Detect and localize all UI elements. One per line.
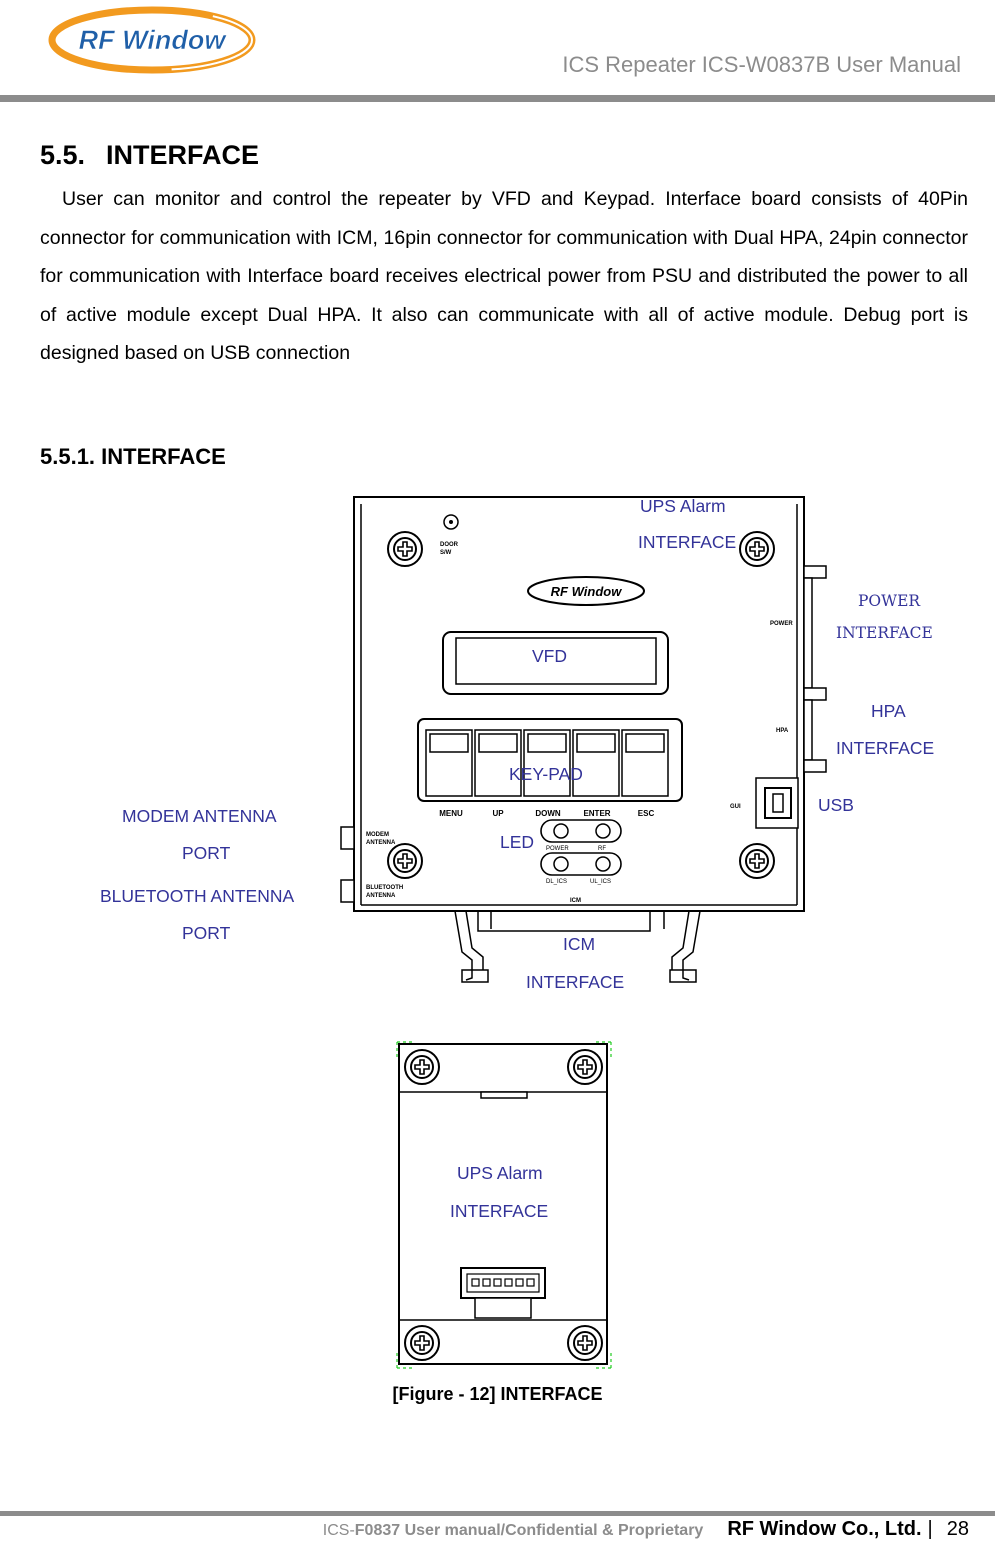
footer-doc-prefix: ICS-	[322, 1522, 355, 1539]
footer-company: RF Window Co., Ltd.	[727, 1518, 922, 1540]
ups-alarm-label-top: UPS Alarm	[640, 496, 726, 516]
led-dl-text: DL_ICS	[546, 879, 567, 885]
interface-board-diagram: DOOR S/W RF Window MENU UP DOWN ENTER ES…	[340, 496, 827, 983]
power-connector	[803, 577, 813, 689]
hpa-label: HPA	[871, 701, 906, 721]
led-rf-text: RF	[598, 846, 606, 852]
board-logo-text: RF Window	[551, 584, 623, 599]
footer-rule	[0, 1511, 995, 1516]
door-text: DOOR	[440, 542, 459, 548]
key-enter-text: ENTER	[583, 809, 610, 818]
keypad-label: KEY-PAD	[509, 764, 583, 784]
icm-board-text: ICM	[570, 898, 581, 904]
screw-icon	[567, 1049, 603, 1085]
power-board-text: POWER	[770, 621, 793, 627]
vfd-label: VFD	[532, 646, 567, 666]
screw-icon	[387, 531, 423, 567]
power-label: POWER	[858, 592, 921, 610]
header-rule	[0, 95, 995, 102]
screw-icon	[739, 843, 775, 879]
board-logo	[527, 576, 645, 606]
screw-icon	[567, 1325, 603, 1361]
screw-icon	[404, 1325, 440, 1361]
modem-antenna-label: MODEM ANTENNA	[122, 806, 277, 826]
page-number: 28	[946, 1518, 969, 1540]
bluetooth-port-label: PORT	[182, 923, 231, 943]
led-power-text: POWER	[546, 846, 569, 852]
document-title: ICS Repeater ICS-W0837B User Manual	[562, 52, 961, 77]
ups-alarm-label-bottom: UPS Alarm	[457, 1163, 543, 1183]
bluetooth-antenna-port	[340, 879, 355, 903]
board-outline	[353, 496, 805, 912]
led-ul-text: UL_ICS	[590, 879, 611, 885]
key-menu-text: MENU	[439, 809, 463, 818]
footer: ICS-F0837 User manual/Confidential & Pro…	[323, 1518, 969, 1541]
screw-icon	[739, 531, 775, 567]
modem-antenna-port	[340, 826, 355, 850]
bluetooth-antenna-label: BLUETOOTH ANTENNA	[100, 886, 295, 906]
figure-caption: [Figure - 12] INTERFACE	[392, 1384, 603, 1404]
power-interface-label: INTERFACE	[836, 624, 933, 642]
icm-label: ICM	[563, 934, 596, 954]
door-sw-text: S/W	[440, 550, 452, 556]
key-esc-text: ESC	[638, 809, 655, 818]
gui-board-text: GUI	[730, 804, 741, 810]
hpa-board-text: HPA	[776, 728, 789, 734]
section-title: INTERFACE	[106, 140, 260, 170]
footer-doc-id: F0837 User manual/Confidential & Proprie…	[354, 1522, 704, 1539]
ups-interface-label-top: INTERFACE	[638, 532, 737, 552]
modem-board-text: MODEM	[366, 832, 389, 838]
section-heading: 5.5. INTERFACE	[40, 140, 259, 171]
ups-interface-label-bottom: INTERFACE	[450, 1201, 549, 1221]
hpa-interface-label: INTERFACE	[836, 738, 935, 758]
ups-alarm-board-diagram	[396, 1041, 612, 1369]
subsection-title: 5.5.1. INTERFACE	[40, 444, 226, 469]
usb-label: USB	[818, 795, 854, 815]
antenna-board-text: ANTENNA	[366, 840, 396, 846]
bluetooth-board-text: BLUETOOTH	[366, 885, 403, 891]
screw-icon	[387, 843, 423, 879]
screw-icon	[404, 1049, 440, 1085]
led-label: LED	[500, 832, 535, 852]
section-body: User can monitor and control the repeate…	[40, 188, 968, 364]
keypad-keys	[425, 729, 669, 797]
key-down-text: DOWN	[535, 809, 561, 818]
section-number: 5.5.	[40, 140, 86, 170]
icm-interface-label: INTERFACE	[526, 972, 625, 992]
key-up-text: UP	[492, 809, 504, 818]
hpa-connector	[803, 699, 813, 761]
rf-window-logo: RF Window	[48, 6, 256, 74]
logo-text: RF Window	[79, 25, 228, 55]
footer-separator: |	[927, 1518, 933, 1540]
modem-port-label: PORT	[182, 843, 231, 863]
icm-connector-bracket	[454, 910, 701, 983]
antenna2-board-text: ANTENNA	[366, 893, 396, 899]
